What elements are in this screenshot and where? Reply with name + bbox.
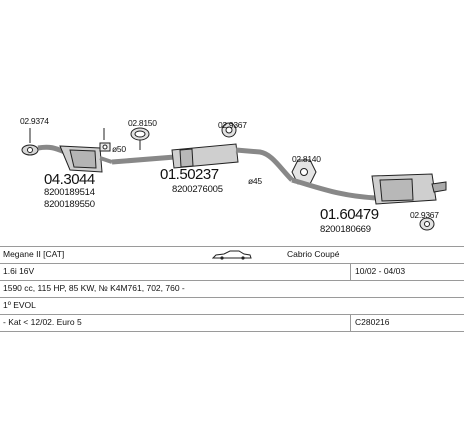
- exhaust-diagram: [21, 122, 447, 231]
- part-number-rear-silencer: 01.60479: [320, 206, 379, 223]
- front-pipe-catalyst-icon: [37, 144, 113, 173]
- clamp-icon: [99, 128, 111, 152]
- evolution-note: 1º EVOL: [3, 300, 36, 310]
- spec-row-note1: 1º EVOL: [0, 297, 464, 314]
- front-gasket-icon: [21, 128, 39, 156]
- engine-type: 1.6i 16V: [3, 266, 35, 276]
- part-code-hanger: 02.9367: [218, 120, 247, 130]
- rear-silencer-icon: [291, 173, 447, 205]
- part-number-middle-silencer: 01.50237: [160, 166, 219, 183]
- oem-number-middle-silencer: 8200276005: [172, 184, 223, 195]
- part-code-rear-bracket: 02.8140: [292, 154, 321, 164]
- model-name: Megane II [CAT]: [3, 249, 65, 259]
- body-type: Cabrio Coupé: [287, 249, 340, 259]
- oem-number-rear-silencer: 8200180669: [320, 224, 371, 235]
- part-code-front-gasket: 02.9374: [20, 116, 49, 126]
- reference-code: C280216: [355, 317, 390, 327]
- spec-row-note2: - Kat < 12/02. Euro 5 C280216: [0, 314, 464, 331]
- part-code-ring-gasket: 02.8150: [128, 118, 157, 128]
- pipe-diameter-front: ø50: [112, 144, 126, 154]
- spec-row-model: Megane II [CAT] Cabrio Coupé: [0, 246, 464, 263]
- hanger-icon: [221, 122, 237, 138]
- emission-note: - Kat < 12/02. Euro 5: [3, 317, 82, 327]
- middle-silencer-icon: [111, 143, 294, 182]
- spec-row-details: 1590 cc, 115 HP, 85 KW, № K4M761, 702, 7…: [0, 280, 464, 297]
- engine-details: 1590 cc, 115 HP, 85 KW, № K4M761, 702, 7…: [3, 283, 185, 293]
- part-number-front-pipe: 04.3044: [44, 171, 95, 188]
- rear-hanger-icon: [419, 217, 435, 231]
- oem-number-front-pipe-a: 8200189514: [44, 187, 95, 198]
- part-code-rear-hanger: 02.9367: [410, 210, 439, 220]
- production-years: 10/02 - 04/03: [355, 266, 406, 276]
- rear-bracket-icon: [291, 159, 317, 185]
- pipe-diameter-rear: ø45: [248, 176, 262, 186]
- spec-row-engine: 1.6i 16V 10/02 - 04/03: [0, 263, 464, 280]
- oem-number-front-pipe-b: 8200189550: [44, 199, 95, 210]
- car-silhouette-icon: [212, 250, 252, 260]
- ring-gasket-icon: [130, 127, 150, 150]
